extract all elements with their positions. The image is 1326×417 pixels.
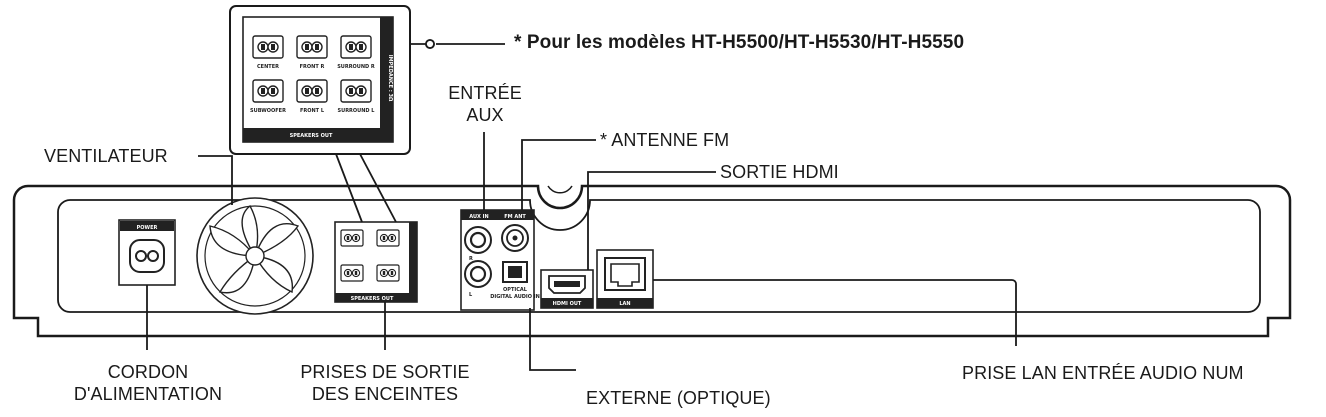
hdmi-port: HDMI OUT — [540, 269, 594, 309]
leader-lines — [146, 39, 1017, 371]
label-power-cord-line1: CORDON — [107, 362, 189, 382]
aux-r-marking: R — [469, 256, 473, 262]
label-speaker-out-line2: DES ENCEINTES — [311, 384, 459, 404]
hdmi-out-marking: HDMI OUT — [553, 301, 582, 307]
label-hdmi-out: SORTIE HDMI — [720, 162, 839, 182]
label-speaker-out-line1: PRISES DE SORTIE — [300, 362, 470, 382]
label-speaker-out: PRISES DE SORTIE DES ENCEINTES — [285, 361, 485, 405]
optical-marking: OPTICAL — [503, 287, 528, 293]
leader-hdmi — [587, 171, 716, 270]
surround-l-marking: SURROUND L — [338, 108, 376, 114]
lan-marking: LAN — [619, 301, 630, 307]
leader-inset-right — [359, 153, 397, 223]
front-r-marking: FRONT R — [300, 64, 325, 70]
impedance-marking: IMPEDANCE : 3Ω — [387, 55, 393, 102]
aux-fm-block: AUX IN FM ANT R L OPTICAL DIGITAL AUDIO … — [460, 209, 540, 311]
front-l-marking: FRONT L — [300, 108, 325, 114]
label-optical: EXTERNE (OPTIQUE) — [586, 388, 771, 408]
label-power-cord: CORDON D'ALIMENTATION — [68, 361, 228, 405]
speakers-out-marking: SPEAKERS OUT — [290, 133, 333, 139]
label-fm-antenna: * ANTENNE FM — [600, 130, 730, 150]
label-power-cord-line2: D'ALIMENTATION — [73, 384, 223, 404]
digital-audio-in-marking: DIGITAL AUDIO IN — [490, 294, 540, 300]
lan-port: LAN — [596, 249, 654, 309]
surround-r-marking: SURROUND R — [337, 64, 375, 70]
leader-lan — [653, 279, 1017, 346]
leader-fm — [521, 139, 596, 210]
aux-in-marking: AUX IN — [469, 214, 488, 220]
label-aux-in: ENTRÉE AUX — [440, 82, 530, 126]
speaker-terminal-inset: IMPEDANCE : 3Ω CENTER FRONT R SURROUND R… — [229, 5, 411, 155]
fm-ant-marking: FM ANT — [504, 214, 526, 220]
leader-fan — [198, 155, 233, 205]
leader-inset-left — [335, 153, 363, 223]
power-marking: POWER — [137, 225, 158, 231]
leader-models-note — [410, 39, 505, 49]
speaker-terminals: SPEAKERS OUT — [334, 221, 418, 303]
aux-l-marking: L — [469, 292, 473, 298]
speakers-out-marking-small: SPEAKERS OUT — [351, 296, 394, 302]
label-fan: VENTILATEUR — [44, 146, 168, 166]
label-lan: PRISE LAN ENTRÉE AUDIO NUM — [962, 363, 1244, 383]
label-aux-in-line2: AUX — [466, 105, 504, 125]
label-aux-in-line1: ENTRÉE — [448, 83, 522, 103]
center-marking: CENTER — [257, 64, 279, 70]
subwoofer-marking: SUBWOOFER — [250, 108, 286, 114]
label-models-note: * Pour les modèles HT-H5500/HT-H5530/HT-… — [514, 32, 965, 53]
leader-optical — [529, 308, 576, 371]
power-socket: POWER — [118, 219, 176, 286]
cooling-fan — [196, 197, 314, 315]
